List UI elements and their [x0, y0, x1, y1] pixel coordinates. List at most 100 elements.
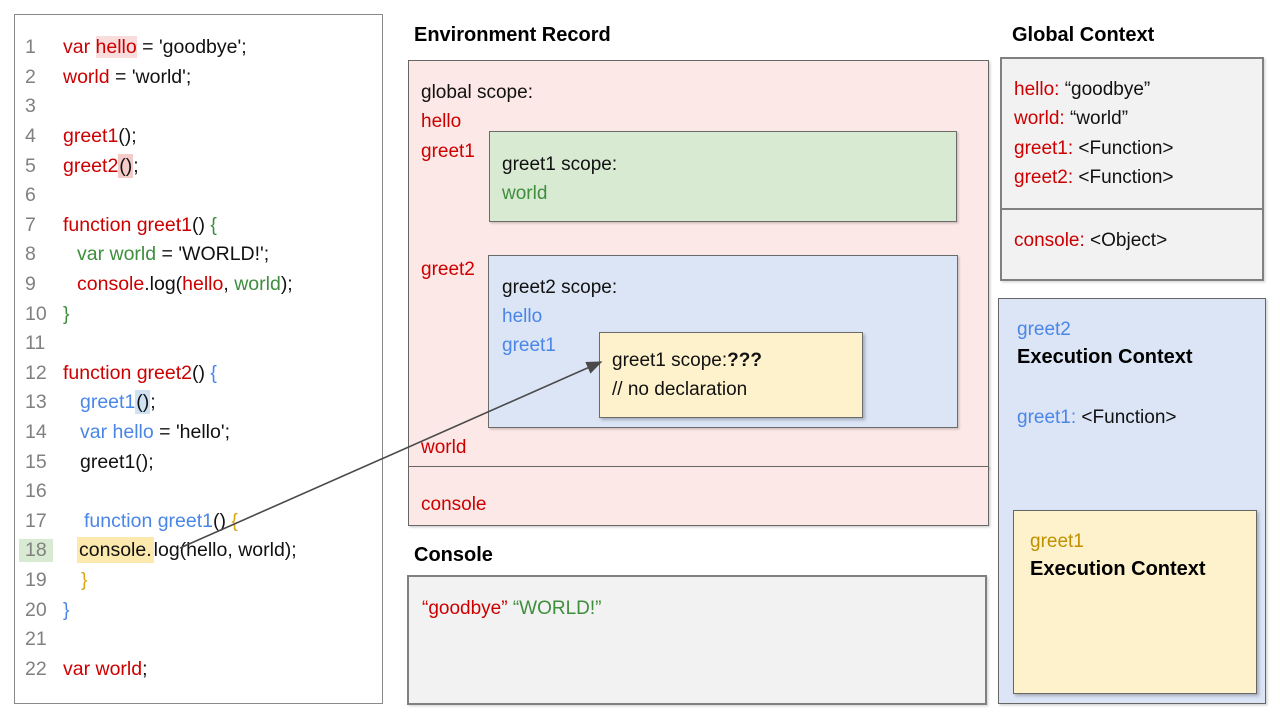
text-segment: world — [63, 65, 110, 88]
line-number: 22 — [25, 657, 47, 680]
text-segment: <Function> — [1076, 407, 1177, 428]
line-number: 2 — [25, 65, 36, 88]
text-segment: greet1(); — [80, 450, 154, 473]
line-number: 8 — [25, 243, 36, 266]
global-var-console: console — [421, 494, 487, 515]
code-line: 4 greet1(); — [15, 122, 382, 152]
code-line: 10} — [15, 299, 382, 329]
line-number: 3 — [25, 95, 36, 118]
text-segment: } — [63, 598, 70, 621]
code-text: function greet2() { — [63, 362, 217, 385]
greet1-ec-name: greet1 — [1030, 531, 1084, 552]
global-context-entries: hello: “goodbye”world: “world”greet1: <F… — [1002, 59, 1262, 208]
text-segment: () — [118, 153, 134, 178]
greet2-scope-var-hello: hello — [502, 306, 543, 327]
text-segment: } — [63, 302, 70, 325]
code-text: greet1(); — [63, 390, 156, 415]
inner-greet1-scope-box: greet1 scope:??? // no declaration — [599, 332, 863, 418]
text-segment: greet1: — [1017, 407, 1077, 428]
line-number: 21 — [25, 628, 47, 651]
text-segment: “goodbye” — [1059, 79, 1151, 100]
global-context-console-section: console: <Object> — [1002, 208, 1262, 255]
text-segment: function greet2 — [63, 361, 193, 384]
greet2-scope-label: greet2 scope: — [502, 277, 618, 298]
text-segment: var world — [77, 243, 157, 266]
text-segment: “goodbye” — [422, 598, 513, 619]
greet1-scope-label: greet1 scope: — [502, 154, 618, 175]
line-number: 14 — [25, 421, 47, 444]
global-var-greet1: greet1 — [421, 141, 475, 162]
greet2-scope-box: greet2 scope: hello greet1 greet1 scope:… — [488, 255, 958, 428]
text-segment: ; — [133, 154, 139, 177]
code-text: greet2(); — [63, 153, 139, 178]
code-line: 11 — [15, 329, 382, 359]
text-segment: = 'goodbye'; — [136, 36, 247, 59]
line-number: 9 — [25, 273, 36, 296]
text-segment: { — [210, 213, 217, 236]
inner-scope-title: greet1 scope: — [612, 350, 728, 371]
line-number: 12 — [25, 361, 47, 384]
code-line: 6 — [15, 181, 382, 211]
greet1-execution-context-box: greet1 Execution Context — [1013, 510, 1257, 694]
line-number: 10 — [25, 302, 47, 325]
code-text: var hello = 'goodbye'; — [63, 36, 247, 59]
greet2-execution-context-box: greet2 Execution Context greet1: <Functi… — [998, 298, 1266, 704]
code-text: } — [63, 303, 70, 326]
entry-line: world: “world” — [1014, 104, 1262, 133]
text-segment: greet1: — [1014, 137, 1074, 159]
code-line: 8 var world = 'WORLD!'; — [15, 240, 382, 270]
greet1-scope-box: greet1 scope: world — [489, 131, 957, 222]
text-segment: = 'hello'; — [153, 421, 231, 444]
code-line: 15 greet1(); — [15, 447, 382, 477]
text-segment: { — [231, 509, 238, 532]
global-var-world: world — [421, 437, 467, 458]
line-number: 20 — [25, 598, 47, 621]
text-segment: hello: — [1014, 79, 1060, 100]
line-number: 19 — [25, 568, 47, 591]
inner-scope-question-marks: ??? — [727, 350, 762, 371]
text-segment: (); — [118, 125, 137, 148]
text-segment: ; — [142, 657, 148, 680]
code-text: var world; — [63, 658, 148, 681]
line-number: 11 — [25, 332, 46, 355]
text-segment: , — [223, 273, 235, 296]
global-context-box: hello: “goodbye”world: “world”greet1: <F… — [1000, 57, 1264, 281]
greet1-scope-var-world: world — [502, 183, 548, 204]
console-output: “goodbye” “WORLD!” — [422, 594, 602, 623]
text-segment: log(hello, world); — [153, 539, 297, 562]
line-number: 6 — [25, 184, 36, 207]
code-text: var world = 'WORLD!'; — [63, 243, 269, 266]
text-segment: world: — [1014, 108, 1065, 130]
inner-greet1-scope-label: greet1 scope:??? — [612, 346, 762, 375]
text-segment: “WORLD!” — [512, 598, 602, 619]
greet2-ec-name: greet2 — [1017, 319, 1071, 340]
code-line: 20} — [15, 595, 382, 625]
line-number: 7 — [25, 213, 36, 236]
code-line: 3 — [15, 92, 382, 122]
code-text: } — [63, 569, 88, 592]
global-var-hello: hello — [421, 111, 462, 132]
line-number: 16 — [25, 480, 47, 503]
line-number: 15 — [25, 450, 47, 473]
text-segment: console: — [1014, 230, 1085, 251]
text-segment: ); — [280, 273, 293, 296]
text-segment: greet2 — [63, 154, 119, 177]
text-segment: var world — [63, 657, 143, 680]
line-number: 4 — [25, 125, 36, 148]
code-line: 12 function greet2() { — [15, 359, 382, 389]
entry-line: greet2: <Function> — [1014, 163, 1262, 192]
inner-scope-comment: // no declaration — [612, 379, 748, 400]
code-text: function greet1() { — [63, 510, 238, 533]
greet2-ec-entry: greet1: <Function> — [1017, 403, 1177, 432]
text-segment: var — [63, 36, 96, 59]
text-segment: greet1 — [63, 125, 119, 148]
